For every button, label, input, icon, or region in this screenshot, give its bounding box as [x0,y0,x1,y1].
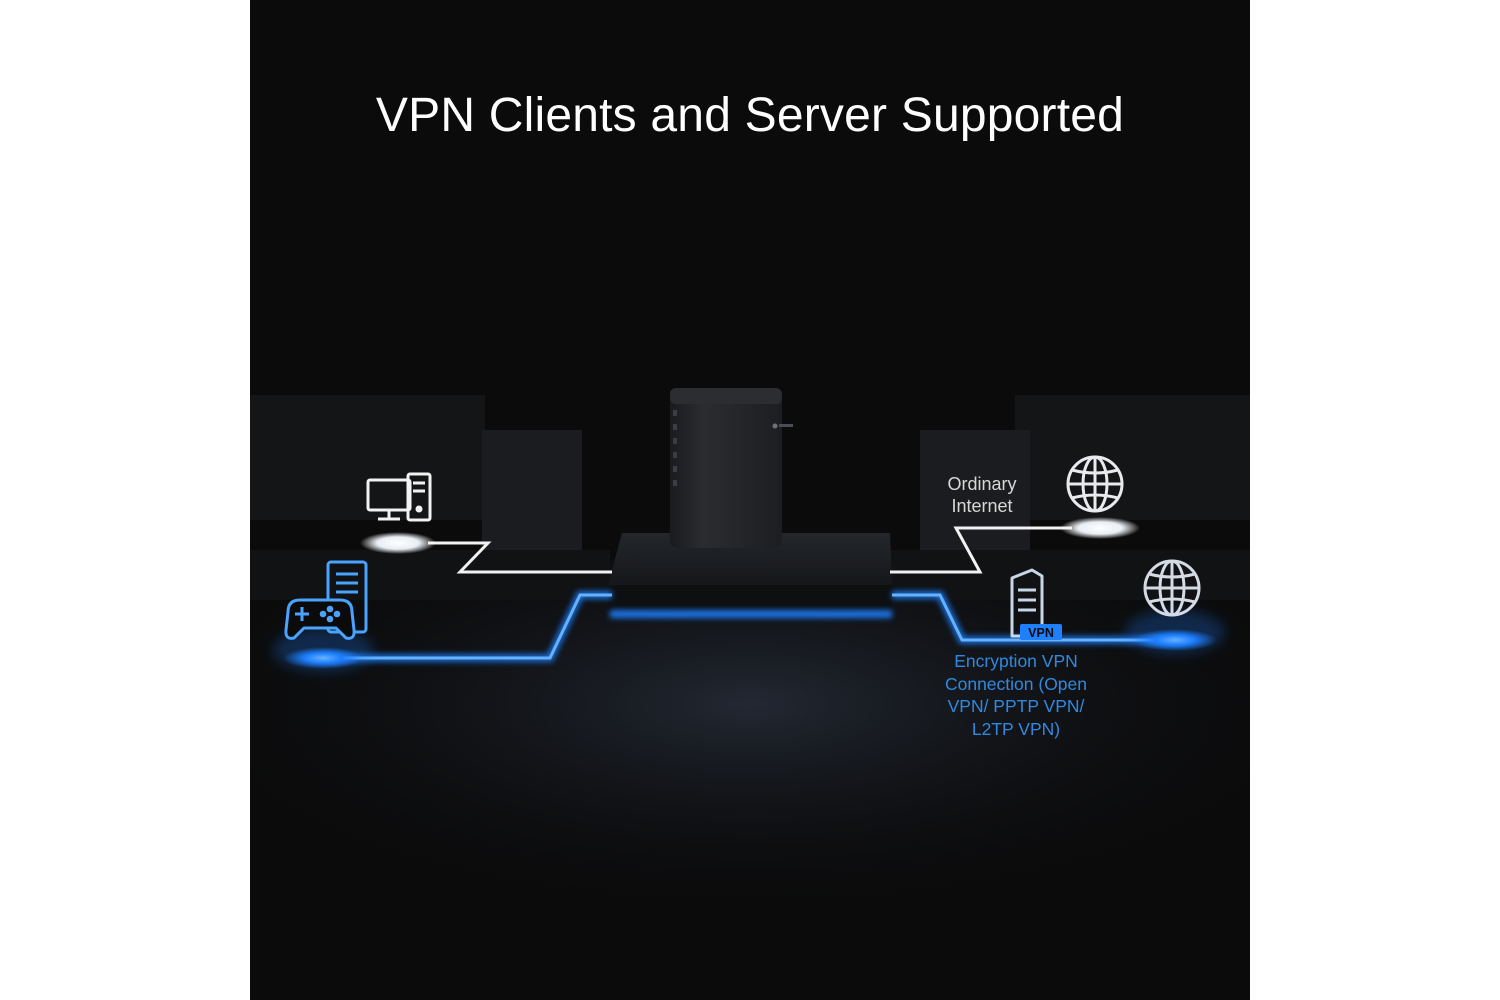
headline: VPN Clients and Server Supported [375,89,1125,142]
ordinary-internet-label: Ordinary Internet [947,474,1017,516]
router-device-icon [670,388,793,548]
left-box [482,430,582,550]
ordinary-link-left [428,541,612,574]
vpn-globe-icon [1143,559,1201,617]
globe-icon [1066,455,1124,513]
pedestal-front [608,585,892,612]
ordinary-link-right [890,526,1072,574]
vpn-link-right [892,591,1185,644]
vpn-server-icon: VPN [1010,568,1062,640]
encryption-vpn-label: Encryption VPN Connection (Open VPN/ PPT… [944,651,1088,739]
vpn-tag-label: VPN [1028,626,1054,640]
pedestal-glow [610,610,892,618]
vpn-internet-halo [1125,610,1225,654]
right-box [920,430,1030,550]
floor-glow [250,560,1250,920]
left-step [250,550,610,600]
internet-spot [1060,517,1140,539]
product-image-panel: VPN VPN Clients and Server Supported Ord… [250,0,1250,1000]
desktop-spot [360,532,436,554]
back-wall-blocks-right [1015,395,1250,520]
game-controller-icon [284,560,368,640]
network-scene: VPN [250,388,1250,920]
desktop-computer-icon [366,472,432,522]
back-wall-blocks [250,395,485,520]
vpn-link-left [320,591,612,662]
